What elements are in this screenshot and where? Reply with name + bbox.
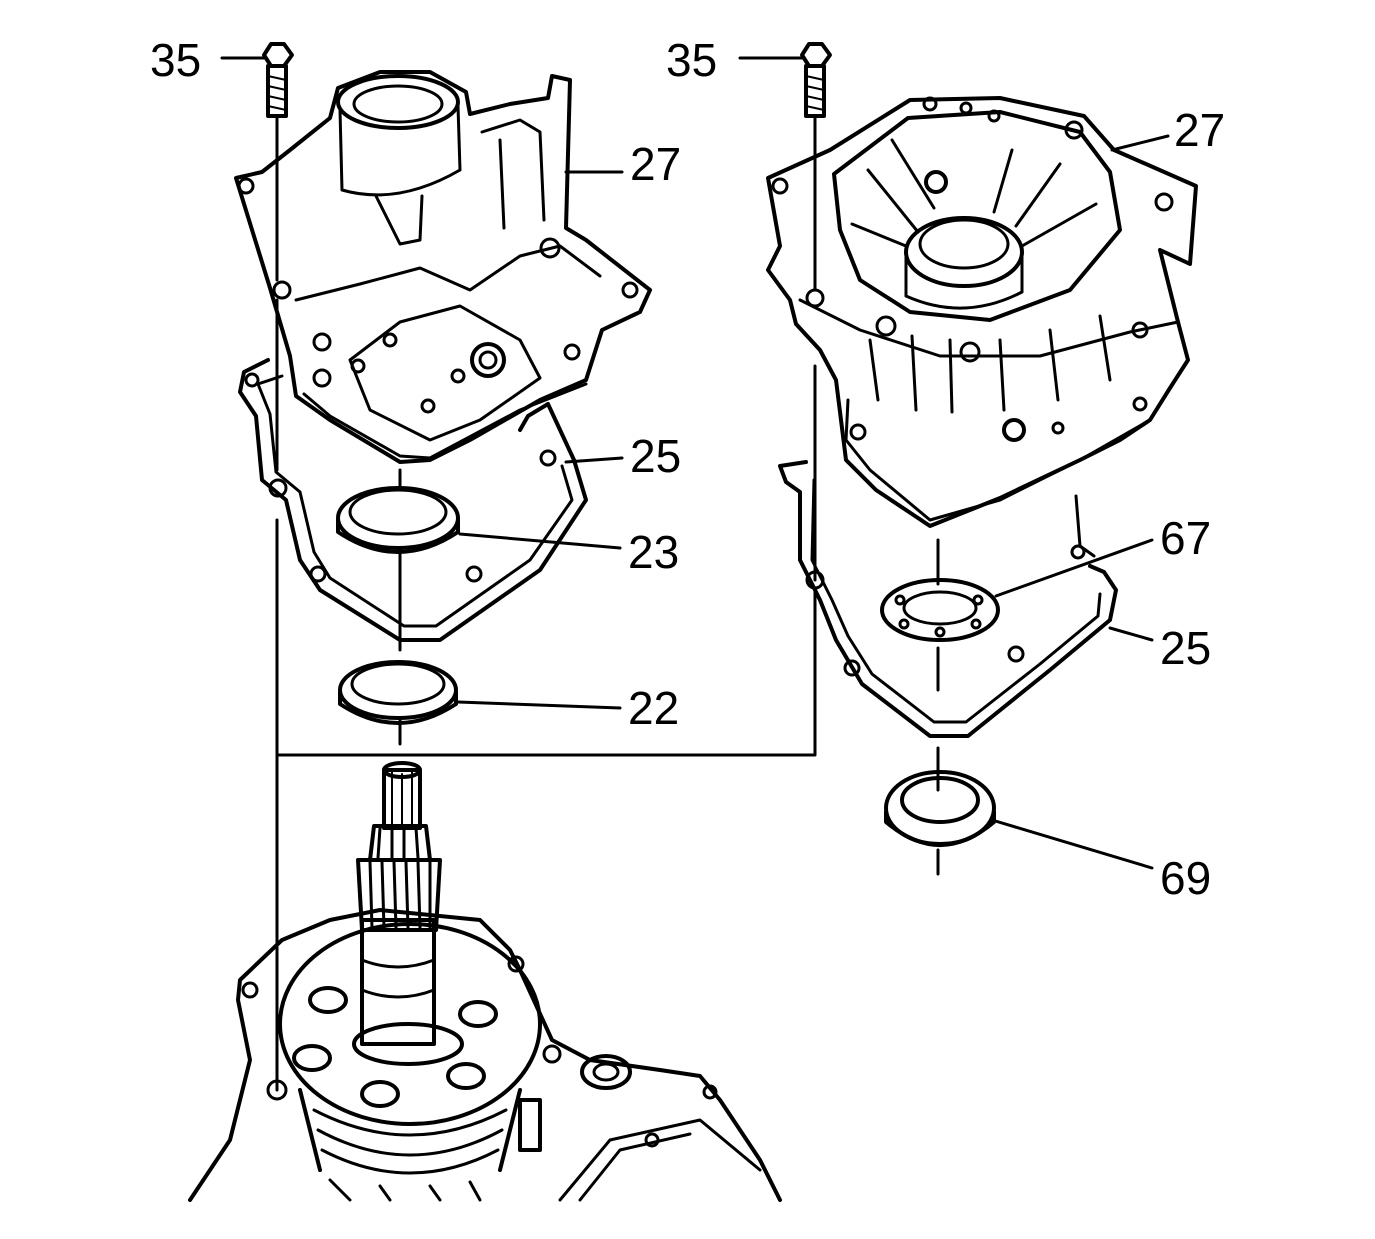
housing-left [234, 70, 652, 464]
shim-67 [880, 578, 1000, 642]
callout-shim-67: 67 [1160, 512, 1211, 564]
ring-23 [336, 486, 460, 554]
guide-bridge [275, 588, 817, 757]
callout-gasket-left: 25 [630, 430, 681, 482]
gasket-right [778, 460, 1118, 738]
gasket-left [238, 358, 588, 642]
callout-ring-23: 23 [628, 526, 679, 578]
callout-ring-22: 22 [628, 682, 679, 734]
callout-bolt-right: 35 [666, 34, 717, 86]
callout-gasket-right: 25 [1160, 622, 1211, 674]
bolt-right [800, 42, 832, 582]
seal-69 [884, 770, 996, 847]
leader-lines [220, 56, 1170, 870]
transmission-case [188, 761, 782, 1202]
ring-22 [338, 660, 458, 725]
callout-housing-left: 27 [630, 138, 681, 190]
callout-seal-69: 69 [1160, 852, 1211, 904]
callout-bolt-left: 35 [150, 34, 201, 86]
bolt-left [262, 42, 294, 282]
callout-housing-right: 27 [1174, 104, 1225, 156]
housing-right [766, 96, 1198, 528]
